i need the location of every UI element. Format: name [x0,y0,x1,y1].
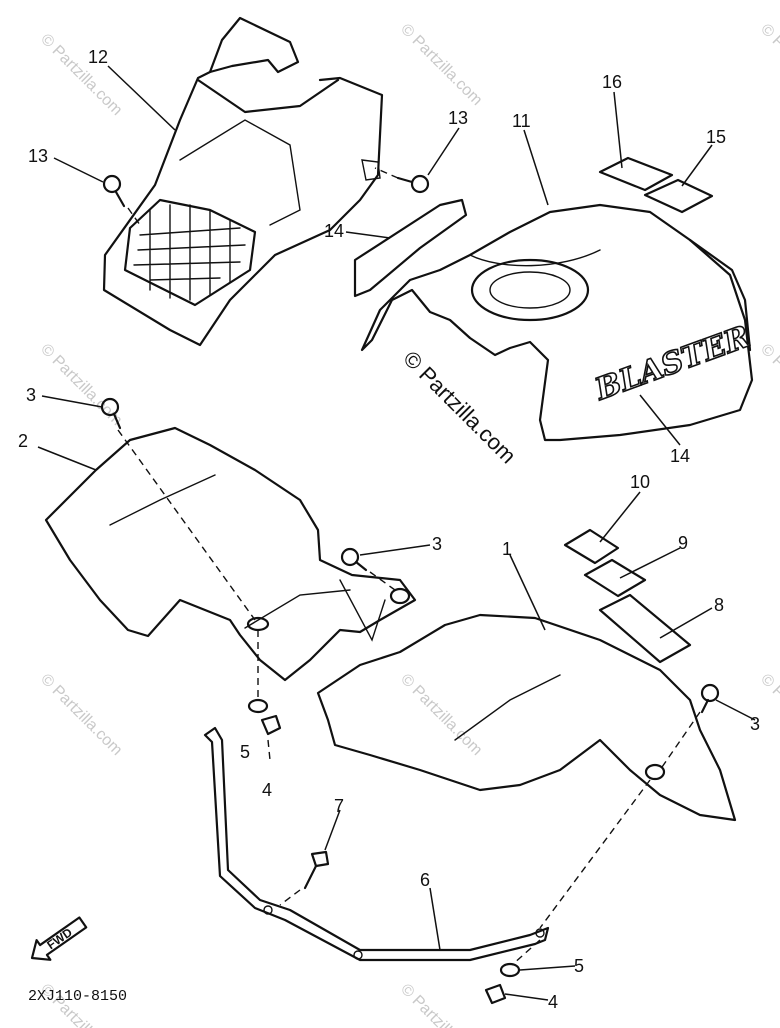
callout-1: 1 [502,539,512,559]
screw-3-right [700,683,720,714]
callout-10: 10 [630,472,650,492]
part-1-fender [316,613,737,822]
callout-3: 3 [26,385,36,405]
decal-16 [598,156,674,192]
callout-15: 15 [706,127,726,147]
bolt-7 [303,850,330,890]
watermark: © Partzilla.com [757,341,780,429]
callout-11: 11 [512,111,531,131]
callout-5: 5 [240,742,250,762]
decal-8 [598,593,692,664]
watermark: © Partzilla.com [757,21,780,109]
blaster-decal-text: BLASTER [590,319,755,407]
decal-9 [583,558,647,598]
callout-4: 4 [548,992,558,1012]
watermark-layer: © Partzilla.com © Partzilla.com © Partzi… [37,21,780,1028]
fwd-arrow-icon: FWD [30,916,88,961]
part-12-front-cover [102,16,384,347]
leader-lines [37,65,756,1001]
callout-7: 7 [334,796,344,816]
watermark: © Partzilla.com [397,671,485,759]
callout-labels: 12 13 13 11 16 15 14 14 3 2 3 10 9 1 8 3… [18,47,760,1012]
assembly-lines [117,167,701,966]
washer-5-left [247,698,269,714]
callout-13: 13 [448,108,468,128]
part-6-stay [203,726,550,962]
part-2-front-fender [44,426,417,682]
callout-16: 16 [602,72,622,92]
watermark: © Partzilla.com [37,671,125,759]
callout-8: 8 [714,595,724,615]
screw-13-upper [102,174,126,208]
watermark: © Partzilla.com [397,21,485,109]
screw-3-middle [340,547,368,572]
callout-3: 3 [432,534,442,554]
callout-4: 4 [262,780,272,800]
part-14-side-decal [353,198,468,298]
watermark: © Partzilla.com [397,981,485,1028]
watermark: © Partzilla.com [757,671,780,759]
decal-15 [643,178,714,214]
callout-3: 3 [750,714,760,734]
callout-13: 13 [28,146,48,166]
nut-4-left [260,714,282,736]
callout-12: 12 [88,47,108,67]
callout-14: 14 [670,446,690,466]
screw-13-mid [396,174,430,194]
fwd-label: FWD [44,925,75,952]
callout-6: 6 [420,870,430,890]
washer-5-bottom [499,962,521,978]
callout-9: 9 [678,533,688,553]
callout-2: 2 [18,431,28,451]
nut-4-bottom [484,983,507,1005]
decal-10 [563,528,620,565]
callout-14: 14 [324,221,344,241]
partzilla-watermark: © Partzilla.com [398,346,521,469]
callout-5: 5 [574,956,584,976]
watermark: © Partzilla.com [37,31,125,119]
part-11-tank-cover: BLASTER [360,203,755,442]
drawing-code: 2XJ110-8150 [28,988,127,1005]
